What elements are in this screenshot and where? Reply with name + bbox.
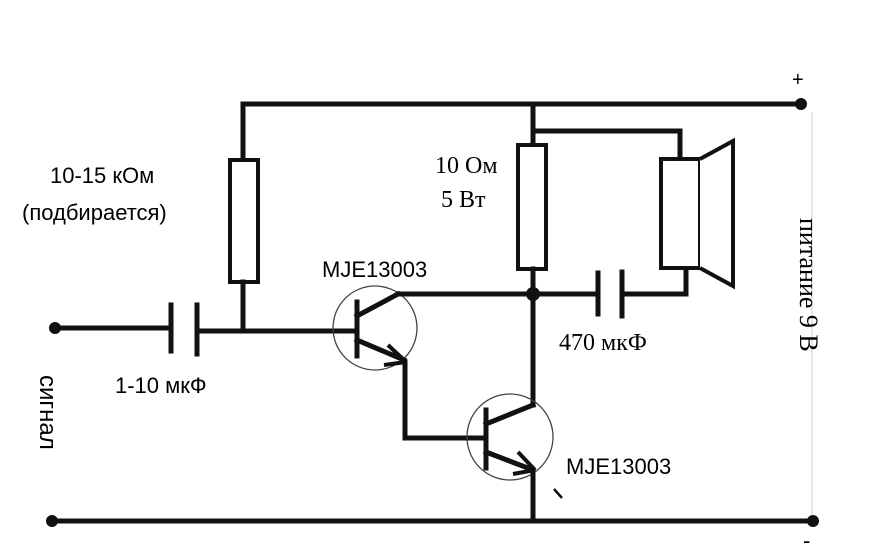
input-capacitor-label: 1-10 мкФ — [115, 373, 207, 398]
transistor-top-label: MJE13003 — [322, 257, 427, 282]
transistor-bottom-emitter — [482, 448, 537, 474]
minus-label: - — [803, 528, 810, 553]
plus-label: + — [792, 69, 804, 91]
speaker-cone — [699, 137, 735, 290]
output-capacitor-label: 470 мкФ — [559, 330, 647, 356]
stray-mark — [553, 488, 563, 499]
transistor-top-emitter-arrow — [383, 343, 408, 367]
transistor-top-collector — [353, 290, 402, 320]
speaker-coil — [659, 157, 702, 270]
transistor-bottom-outline — [466, 393, 554, 481]
load-resistor-label-line1: 10 Ом — [435, 153, 498, 179]
power-label: питание 9 В — [794, 218, 823, 352]
transistor-bottom-label: MJE13003 — [566, 454, 671, 479]
base-resistor-label-line1: 10-15 кОм — [50, 163, 154, 188]
transistor-top-outline — [332, 285, 418, 371]
transistor-bottom-collector — [482, 401, 537, 428]
signal-label: сигнал — [34, 375, 61, 450]
transistor-top-emitter — [353, 336, 408, 364]
positive-terminal — [795, 98, 807, 110]
base-resistor — [228, 158, 260, 284]
ground-left-terminal — [46, 515, 58, 527]
load-resistor-label-line2: 5 Вт — [441, 187, 486, 213]
load-resistor — [516, 143, 548, 271]
ground-right-terminal — [807, 515, 819, 527]
base-resistor-label-line2: (подбирается) — [22, 200, 167, 225]
